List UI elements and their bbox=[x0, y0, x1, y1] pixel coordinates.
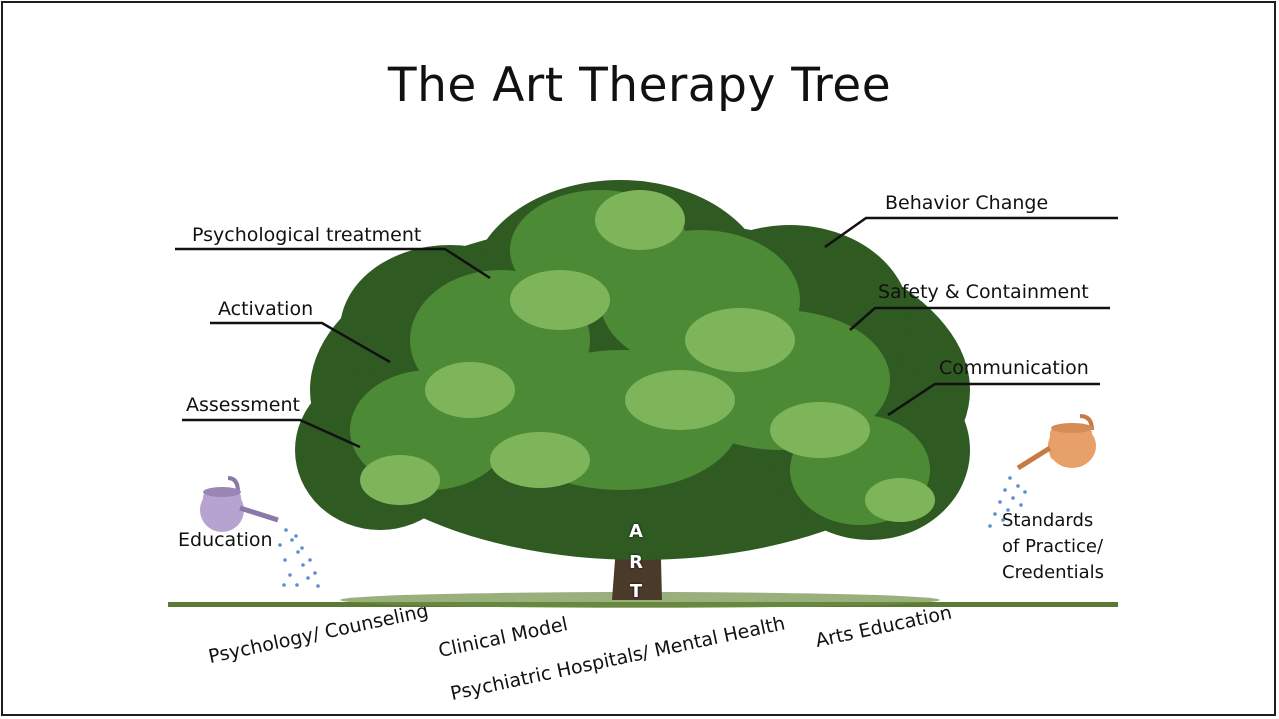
trunk-letter-r: R bbox=[629, 552, 643, 573]
trunk-letter-a: A bbox=[629, 521, 643, 542]
pointer-assessment bbox=[182, 418, 361, 449]
water-drops-left-icon bbox=[278, 528, 320, 588]
branch-label-behavior-change: Behavior Change bbox=[885, 192, 1049, 214]
label-pointer-lines bbox=[175, 216, 1118, 449]
branch-label-assessment: Assessment bbox=[186, 394, 300, 416]
water-drops-right-icon bbox=[988, 476, 1027, 528]
standards-label-line1: Standards bbox=[1002, 510, 1094, 531]
standards-label-line2: of Practice/ bbox=[1002, 536, 1104, 557]
branch-label-communication: Communication bbox=[939, 357, 1089, 379]
standards-label-line3: Credentials bbox=[1002, 562, 1105, 583]
branch-label-psychological-treatment: Psychological treatment bbox=[192, 224, 422, 246]
pointer-psychological-treatment bbox=[175, 247, 491, 280]
education-label: Education bbox=[178, 529, 273, 551]
branch-label-safety-containment: Safety & Containment bbox=[878, 281, 1089, 303]
pointer-behavior-change bbox=[824, 216, 1118, 249]
pointer-activation bbox=[210, 321, 391, 364]
slide-title: The Art Therapy Tree bbox=[387, 58, 892, 113]
watering-can-right-icon bbox=[1016, 414, 1096, 471]
pointer-communication bbox=[887, 382, 1100, 417]
watering-can-left-icon bbox=[200, 476, 279, 532]
trunk-letter-t: T bbox=[629, 581, 643, 602]
tree-canopy bbox=[295, 180, 970, 560]
pointer-safety-containment bbox=[849, 306, 1110, 331]
branch-label-activation: Activation bbox=[218, 298, 314, 320]
